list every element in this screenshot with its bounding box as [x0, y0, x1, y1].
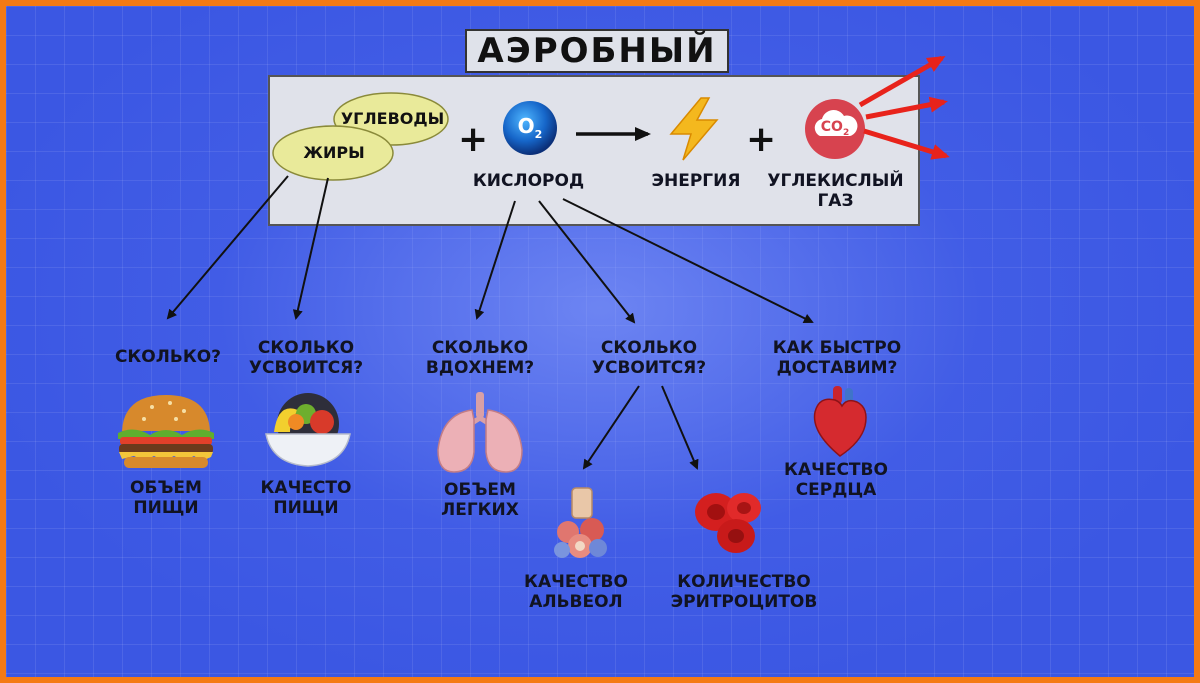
lightning-icon — [669, 97, 719, 161]
co2-subscript: 2 — [842, 127, 850, 138]
factor-alveoli-quality: КАЧЕСТВО АЛЬВЕОЛ — [511, 572, 641, 612]
arrow-oxygen-to-deliver — [562, 198, 814, 323]
co2-symbol: CO — [820, 119, 843, 135]
co2-label-line2: ГАЗ — [817, 190, 854, 211]
co2-label-line1: УГЛЕКИСЛЫЙ — [767, 171, 904, 191]
factor-lung-volume: ОБЪЕМ ЛЕГКИХ — [420, 480, 540, 520]
question-deliver-line2: ДОСТАВИМ? — [776, 357, 898, 378]
factor-food-quality-line1: КАЧЕСТО — [260, 478, 352, 498]
question-oxygen-absorbed: СКОЛЬКО УСВОИТСЯ? — [574, 338, 724, 378]
question-deliver: КАК БЫСТРО ДОСТАВИМ? — [758, 338, 916, 378]
lungs-icon — [437, 392, 523, 473]
question-how-much: СКОЛЬКО? — [114, 347, 222, 367]
arrow-oxygen-to-inhale — [474, 200, 516, 320]
factor-heart-quality-line1: КАЧЕСТВО — [784, 460, 888, 480]
co2-out-arrow-2 — [865, 96, 948, 120]
plus-sign-1: + — [458, 119, 489, 160]
question-food-absorbed-line2: УСВОИТСЯ? — [248, 357, 364, 378]
factor-rbc-count-line2: ЭРИТРОЦИТОВ — [670, 591, 818, 612]
oxygen-label: КИСЛОРОД — [472, 171, 585, 191]
alveoli-icon — [554, 487, 607, 558]
heart-icon — [813, 386, 867, 457]
fats-label: ЖИРЫ — [303, 143, 365, 162]
arrow-fats-to-how-much — [166, 175, 289, 320]
factor-heart-quality-line2: СЕРДЦА — [795, 479, 877, 500]
diagram-title: АЭРОБНЫЙ — [465, 29, 729, 73]
question-food-absorbed: СКОЛЬКО УСВОИТСЯ? — [231, 338, 381, 378]
co2-out-arrow-1 — [858, 55, 946, 108]
carbs-label: УГЛЕВОДЫ — [340, 109, 445, 128]
oxygen-symbol: O — [517, 114, 535, 138]
co2-label: УГЛЕКИСЛЫЙ ГАЗ — [758, 171, 913, 211]
factor-heart-quality: КАЧЕСТВО СЕРДЦА — [766, 460, 906, 500]
co2-icon — [805, 99, 865, 159]
question-oxygen-absorbed-line2: УСВОИТСЯ? — [591, 357, 707, 378]
question-inhale: СКОЛЬКО ВДОХНЕМ? — [410, 338, 550, 378]
burger-icon — [118, 395, 214, 468]
nutrient-ellipses — [272, 92, 449, 181]
arrow-to-rbc — [661, 385, 699, 470]
factor-rbc-count: КОЛИЧЕСТВО ЭРИТРОЦИТОВ — [654, 572, 834, 612]
arrow-oxygen-to-absorbed — [538, 200, 636, 324]
food-bowl-icon — [265, 393, 351, 467]
co2-formula: CO2 — [802, 119, 868, 138]
arrow-to-alveoli — [582, 385, 640, 470]
factor-alveoli-quality-line2: АЛЬВЕОЛ — [529, 591, 623, 612]
question-inhale-line1: СКОЛЬКО — [431, 338, 529, 358]
arrows-layer — [166, 55, 950, 470]
oxygen-icon — [503, 101, 557, 155]
factor-alveoli-quality-line1: КАЧЕСТВО — [524, 572, 628, 592]
factor-food-quality: КАЧЕСТО ПИЩИ — [246, 478, 366, 518]
co2-out-arrow-3 — [863, 128, 950, 160]
question-oxygen-absorbed-line1: СКОЛЬКО — [600, 338, 698, 358]
factor-food-volume-line1: ОБЪЕМ — [130, 478, 202, 498]
oxygen-formula: O2 — [501, 114, 559, 141]
oxygen-subscript: 2 — [534, 128, 543, 141]
question-deliver-line1: КАК БЫСТРО — [772, 338, 902, 358]
question-inhale-line2: ВДОХНЕМ? — [425, 357, 535, 378]
factor-food-volume-line2: ПИЩИ — [133, 497, 199, 518]
fats-ellipse — [272, 125, 394, 181]
energy-label: ЭНЕРГИЯ — [651, 171, 741, 191]
factor-lung-volume-line2: ЛЕГКИХ — [441, 499, 519, 520]
red-blood-cells-icon — [695, 493, 761, 553]
factor-food-quality-line2: ПИЩИ — [273, 497, 339, 518]
factor-rbc-count-line1: КОЛИЧЕСТВО — [677, 572, 811, 592]
arrow-fats-to-absorbed — [292, 177, 329, 320]
factor-food-volume: ОБЪЕМ ПИЩИ — [106, 478, 226, 518]
plus-sign-2: + — [746, 119, 777, 160]
question-food-absorbed-line1: СКОЛЬКО — [257, 338, 355, 358]
factor-lung-volume-line1: ОБЪЕМ — [444, 480, 516, 500]
